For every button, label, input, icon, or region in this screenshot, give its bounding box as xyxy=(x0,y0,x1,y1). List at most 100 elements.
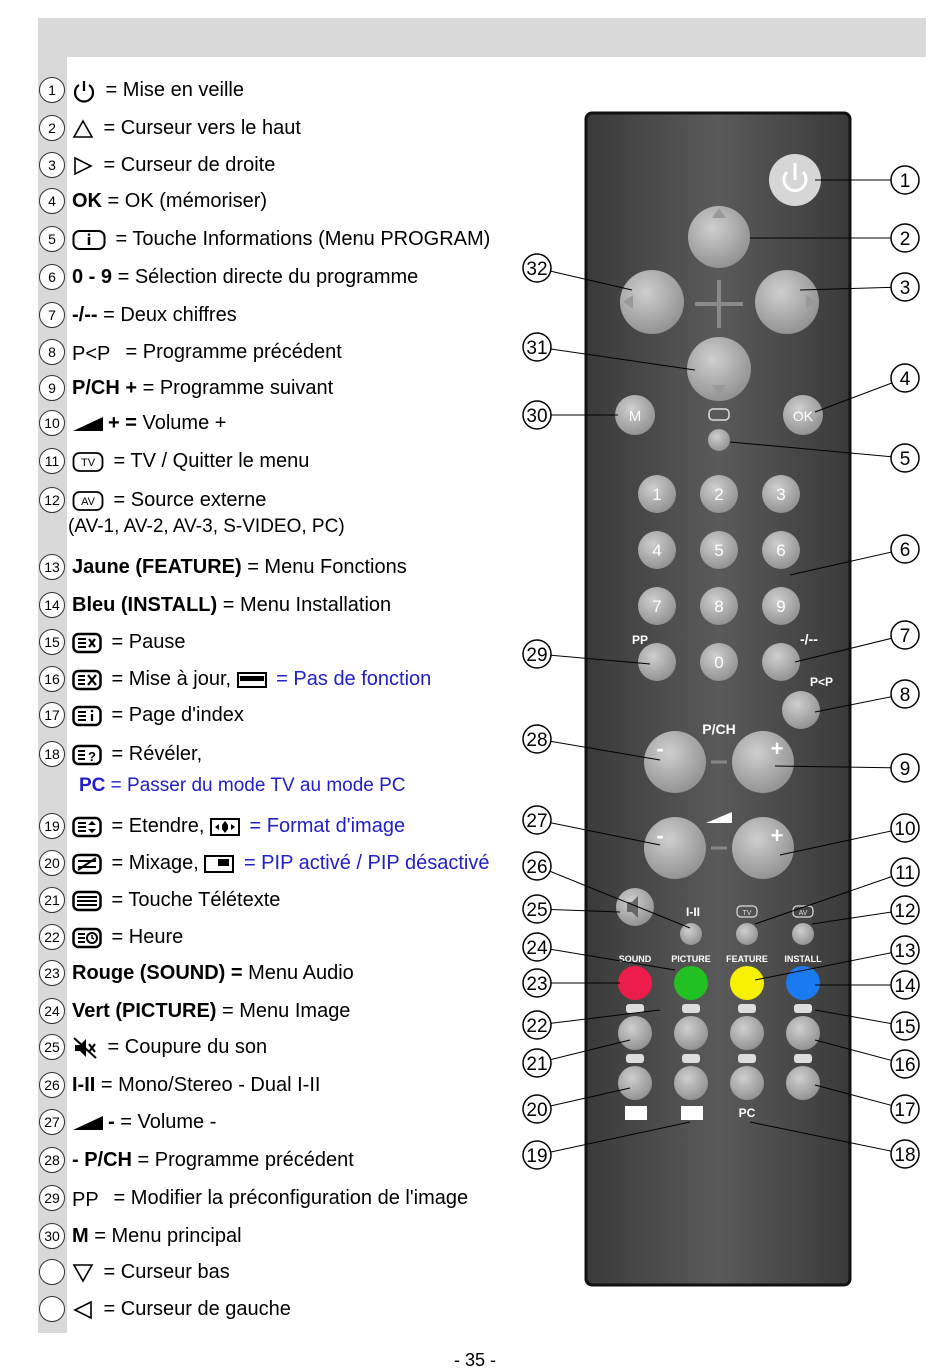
teletext-button-1 xyxy=(618,1016,652,1050)
page-number: - 35 - xyxy=(453,1350,496,1370)
callout-line xyxy=(814,1084,906,1110)
callout-number: 11 xyxy=(895,863,915,884)
teletext-icon xyxy=(626,1004,644,1013)
legend-text: Rouge (SOUND) = Menu Audio xyxy=(72,961,354,985)
legend-number-badge: 17 xyxy=(39,702,65,728)
callout-number: 18 xyxy=(894,1145,915,1166)
legend-item-5: 5 = Touche Informations (Menu PROGRAM) xyxy=(38,224,518,254)
legend-text: PP = Modifier la préconfiguration de l'i… xyxy=(72,1186,468,1210)
ok-button xyxy=(783,395,823,435)
legend-description: = Deux chiffres xyxy=(97,304,237,326)
legend-description: = Révéler, xyxy=(106,743,203,765)
callout-number: 9 xyxy=(900,759,911,780)
callout-badge xyxy=(522,968,552,998)
triangle-right-icon xyxy=(806,295,816,309)
callout-line xyxy=(754,949,906,981)
callout-line xyxy=(789,548,906,576)
legend-item-20: 20 = Mixage, = PIP activé / PIP désactiv… xyxy=(38,848,518,878)
legend-number-badge: 16 xyxy=(39,666,65,692)
callout-number: 6 xyxy=(900,540,911,561)
callout-line xyxy=(536,653,651,665)
legend-number-badge: 23 xyxy=(39,960,65,986)
legend-item-2: 2 = Curseur vers le haut xyxy=(38,113,518,143)
callout-badge xyxy=(522,851,552,881)
legend-description: = Touche Informations (Menu PROGRAM) xyxy=(110,228,491,250)
svg-text:TV: TV xyxy=(81,457,96,469)
digit-label: 4 xyxy=(652,541,661,560)
legend-key-label: - xyxy=(108,1111,121,1133)
legend-number-badge: 21 xyxy=(39,887,65,913)
teletext-time-icon xyxy=(72,926,106,948)
av-label: AV xyxy=(799,910,808,917)
ok-button-label: OK xyxy=(793,408,814,424)
triangle-down-icon xyxy=(72,1261,98,1283)
legend-description: = Curseur bas xyxy=(98,1261,230,1283)
triangle-up-icon xyxy=(72,117,98,139)
install-button-label: INSTALL xyxy=(784,954,822,964)
format-icon xyxy=(681,1106,703,1120)
legend-item-22: 22 = Heure xyxy=(38,922,518,952)
legend-description: = Touche Télétexte xyxy=(106,889,281,911)
sound-button-label: SOUND xyxy=(619,954,652,964)
legend-text: Bleu (INSTALL) = Menu Installation xyxy=(72,593,391,617)
svg-text:?: ? xyxy=(88,749,96,764)
legend-key-label: I-II xyxy=(72,1074,96,1096)
callout-number: 29 xyxy=(526,645,547,666)
mute-icon xyxy=(627,896,638,918)
callout-line xyxy=(536,1009,661,1026)
legend-item-28: 28- P/CH = Programme précédent xyxy=(38,1145,518,1175)
menu-button xyxy=(615,395,655,435)
digit-label: 6 xyxy=(776,541,785,560)
digit-button-2 xyxy=(700,475,738,513)
digit-button-5 xyxy=(700,531,738,569)
legend-text: = Mise à jour, = Pas de fonction xyxy=(72,667,431,691)
digit-label: 3 xyxy=(776,485,785,504)
teletext-expand-icon xyxy=(72,815,106,837)
digit-label: 1 xyxy=(652,485,661,504)
legend-number-badge: 25 xyxy=(39,1034,65,1060)
legend-text: = Touche Télétexte xyxy=(72,888,280,912)
tv-button xyxy=(736,923,758,945)
digit-label: 8 xyxy=(714,597,723,616)
triangle-up-icon xyxy=(712,208,726,218)
legend-text: - = Volume - xyxy=(72,1110,216,1134)
callout-badge xyxy=(522,1048,552,1078)
legend-key-label: + = xyxy=(108,412,137,434)
teletext-mix-icon xyxy=(72,852,106,874)
triangle-right-icon xyxy=(72,154,98,176)
callout-number: 19 xyxy=(526,1146,547,1167)
callout-number: 15 xyxy=(894,1017,915,1038)
callout-number: 16 xyxy=(894,1055,915,1076)
digit-button-7 xyxy=(638,587,676,625)
svg-text:AV: AV xyxy=(81,496,96,508)
picture-button xyxy=(674,966,708,1000)
legend-number-badge: 19 xyxy=(39,813,65,839)
legend-description: Volume + xyxy=(136,412,227,434)
legend-item-27: 27- = Volume - xyxy=(38,1107,518,1137)
callout-number: 4 xyxy=(900,369,911,390)
callout-badge xyxy=(522,932,552,962)
legend-description: = Menu Image xyxy=(216,1000,351,1022)
legend-number-badge: 22 xyxy=(39,924,65,950)
legend-number-badge: 4 xyxy=(39,188,65,214)
teletext-reveal-icon: ? xyxy=(72,743,106,765)
volume-up-button xyxy=(732,817,794,879)
legend-item-16: 16 = Mise à jour, = Pas de fonction xyxy=(38,664,518,694)
sound-button xyxy=(618,966,652,1000)
legend-description: Menu Audio xyxy=(242,962,354,984)
legend-text: = Curseur de droite xyxy=(72,153,275,177)
legend-item-25: 25 = Coupure du son xyxy=(38,1032,518,1062)
callout-number: 21 xyxy=(526,1054,547,1075)
legend-description: = Mise en veille xyxy=(100,79,244,101)
callout-number: 23 xyxy=(526,974,547,995)
callout-number: 25 xyxy=(526,900,547,921)
callout-number: 17 xyxy=(894,1100,915,1121)
pc-key-label: PC xyxy=(79,775,106,796)
digit-label: 0 xyxy=(714,653,723,672)
power-icon xyxy=(782,170,808,192)
legend-description: = Heure xyxy=(106,926,184,948)
